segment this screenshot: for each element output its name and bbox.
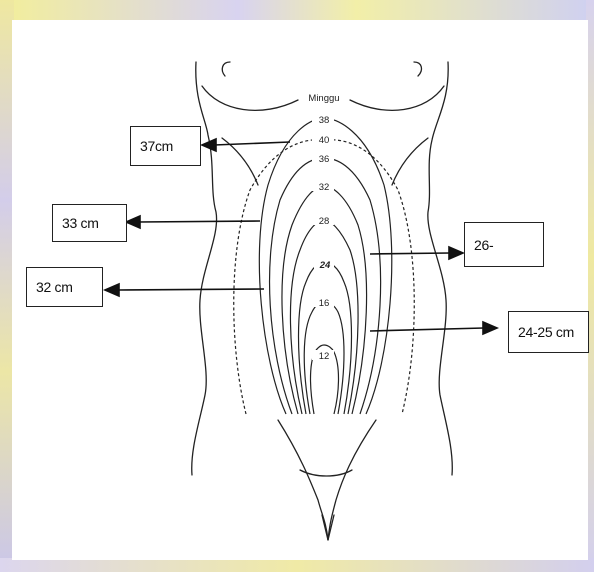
arrow-33-head — [126, 216, 140, 228]
nipple-right — [414, 62, 421, 76]
torso-right-contour — [428, 62, 452, 475]
week-header-label: Minggu — [308, 93, 339, 104]
breast-right-curve — [350, 86, 444, 110]
week-label-36: 36 — [319, 154, 330, 165]
arrow-26-line — [370, 253, 450, 254]
groin-right — [328, 420, 376, 540]
contour-40 — [234, 140, 415, 414]
groin-left — [278, 420, 328, 540]
arrow-32-head — [105, 284, 119, 296]
arrow-24-head — [483, 322, 497, 334]
week-label-28: 28 — [319, 216, 330, 227]
week-label-16: 16 — [319, 298, 330, 309]
week-label-40: 40 — [319, 135, 330, 146]
callout-box-32cm: 32 cm — [26, 267, 103, 307]
arrow-32-line — [118, 289, 264, 290]
callout-box-37cm: 37cm — [130, 126, 201, 166]
week-label-38: 38 — [319, 115, 330, 126]
week-label-32: 32 — [319, 182, 330, 193]
callout-box-26: 26- — [464, 222, 544, 267]
breast-left-curve — [202, 86, 298, 110]
week-label-12: 12 — [319, 351, 330, 362]
arrow-37-line — [214, 142, 290, 145]
torso-left-contour — [192, 62, 217, 475]
arrow-33-line — [138, 221, 260, 222]
rib-line-right — [392, 138, 428, 185]
callout-box-33cm: 33 cm — [52, 204, 127, 242]
week-label-24-handwritten: 24 — [319, 260, 331, 271]
arrow-26-head — [449, 247, 463, 259]
callout-box-24-25cm: 24-25 cm — [508, 311, 589, 353]
contour-36 — [270, 158, 381, 414]
nipple-left — [222, 62, 230, 76]
